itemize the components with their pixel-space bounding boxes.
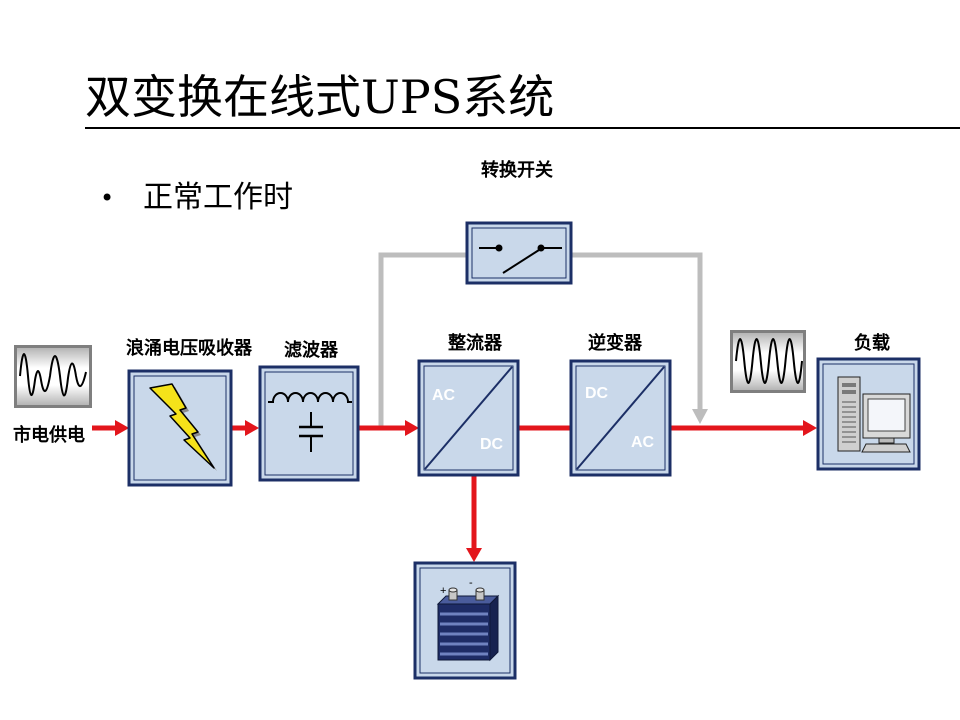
computer-screen: [867, 398, 906, 432]
inverter-input-label: DC: [585, 385, 609, 402]
rectifier-input-label: AC: [432, 387, 456, 404]
computer-drive-bay: [842, 383, 856, 387]
battery-top-face: [436, 595, 500, 605]
filter-box: [258, 365, 360, 482]
battery-box: + -: [413, 561, 517, 680]
arrowhead-surge: [115, 420, 129, 436]
bypass-line-left: [378, 252, 467, 426]
switch-lever: [502, 249, 540, 274]
load-box-inner: [822, 363, 915, 465]
arrowhead-load: [803, 420, 817, 436]
battery-icon: [436, 587, 500, 662]
output-waveform-box: [730, 330, 806, 393]
computer-stand: [878, 437, 895, 444]
arrowhead-filter: [245, 420, 259, 436]
rectifier-output-label: DC: [480, 436, 504, 453]
mains-waveform-box: [14, 345, 92, 408]
sine-wave-icon: [19, 353, 87, 397]
load-box: [816, 357, 921, 471]
surge-label: 浪涌电压吸收器: [126, 337, 253, 359]
capacitor-icon: [299, 412, 323, 452]
slide-title: 双变换在线式UPS系统: [85, 70, 554, 124]
bullet-marker: •: [100, 184, 114, 212]
filter-box-frame: [258, 365, 360, 482]
computer-tower: [837, 376, 861, 452]
inverter-box-inner: [575, 365, 666, 471]
transfer-switch-box: [465, 221, 573, 285]
switch-label: 转换开关: [481, 159, 553, 181]
switch-contact-left: [495, 244, 503, 252]
switch-contact-right: [537, 244, 545, 252]
rectifier-box-inner: [423, 365, 514, 471]
switch-box-inner: [471, 227, 567, 279]
battery-minus-label: -: [469, 577, 473, 589]
computer-vents: [842, 401, 856, 443]
switch-icon: [479, 244, 562, 274]
rectifier-box: AC DC: [417, 359, 520, 477]
bypass-path: [378, 252, 708, 426]
battery-terminal-negative-cap: [475, 587, 485, 593]
battery-terminal-positive-cap: [448, 587, 458, 593]
inductor-icon: [268, 392, 352, 403]
battery-front-face: [437, 603, 491, 661]
computer-keyboard: [861, 443, 911, 453]
surge-box-inner: [133, 375, 227, 481]
inverter-output-label: AC: [631, 434, 655, 451]
filter-label: 滤波器: [284, 339, 339, 361]
arrowhead-rectifier: [405, 420, 419, 436]
bullet-text: 正常工作时: [143, 180, 293, 215]
mains-label: 市电供电: [13, 424, 85, 446]
inverter-diagonal: [576, 366, 665, 470]
arrowhead-battery: [466, 548, 482, 562]
sine-wave-icon: [735, 338, 803, 384]
rectifier-diagonal: [424, 366, 513, 470]
rectifier-label: 整流器: [447, 332, 503, 354]
battery-plus-label: +: [440, 585, 446, 597]
battery-box-inner: [419, 567, 511, 674]
battery-ribs: [440, 612, 488, 656]
bypass-arrowhead: [692, 409, 708, 424]
switch-box-frame: [465, 221, 573, 285]
filter-box-inner: [264, 371, 354, 476]
main-power-path: [92, 420, 817, 562]
inverter-label: 逆变器: [588, 332, 643, 354]
computer-drive-bay: [842, 390, 856, 394]
computer-icon: [837, 376, 911, 453]
surge-absorber-box: [127, 369, 233, 487]
inverter-box: DC AC: [569, 359, 672, 477]
bypass-line-right: [571, 252, 703, 410]
load-label: 负载: [854, 332, 890, 354]
lightning-icon: [149, 383, 215, 469]
battery-side-face: [489, 594, 499, 662]
